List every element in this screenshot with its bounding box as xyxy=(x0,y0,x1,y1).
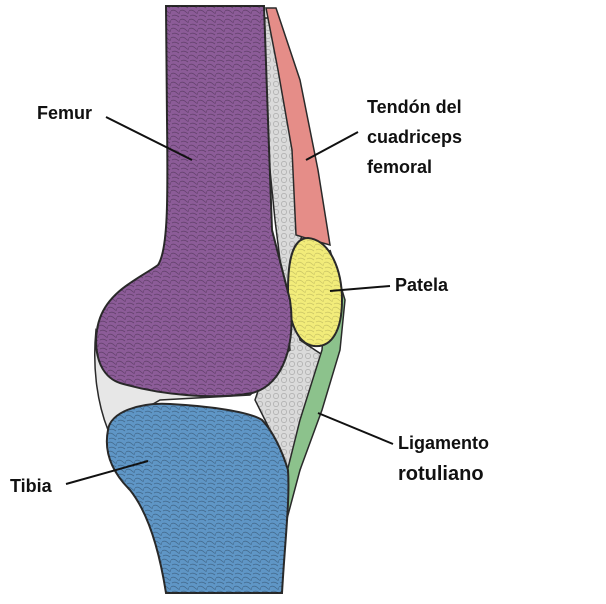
patela-label: Patela xyxy=(395,275,449,295)
tendon-leader-line xyxy=(305,131,359,161)
tendon-label-line3: femoral xyxy=(367,157,433,177)
tibia-texture xyxy=(106,403,289,593)
tibia-label: Tibia xyxy=(10,476,52,496)
patela-leader-line xyxy=(329,285,391,292)
femur-label: Femur xyxy=(37,103,93,123)
femur-leader-line xyxy=(105,116,193,161)
ligamento-leader-line xyxy=(317,412,394,445)
ligamento-label-line1: Ligamento xyxy=(398,433,490,453)
tendon-label-line2: cuadriceps xyxy=(367,127,463,147)
ligamento-label-line2: rotuliano xyxy=(398,463,484,485)
patella-texture xyxy=(288,238,342,347)
tendon-label-line1: Tendón del xyxy=(367,97,462,117)
femur-texture xyxy=(96,6,292,397)
tibia-leader-line xyxy=(65,460,149,485)
